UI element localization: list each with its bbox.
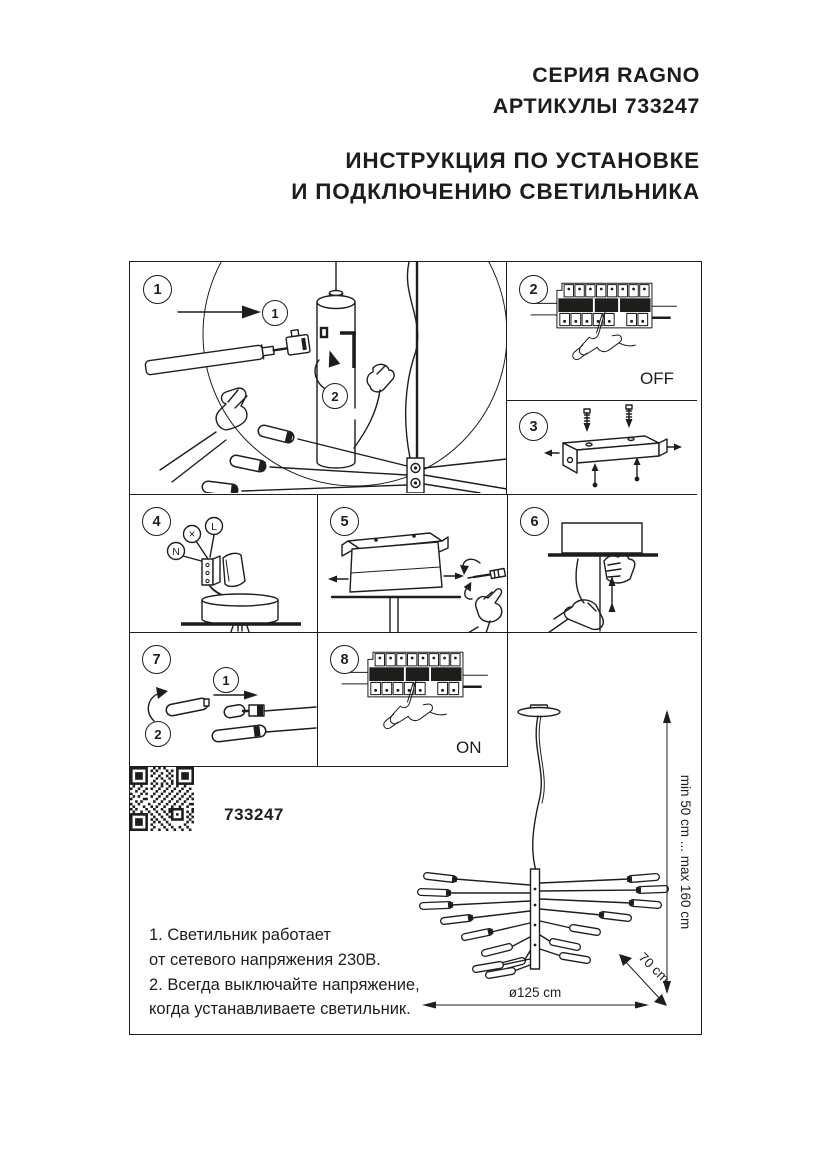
step-3-panel: 3 [507, 401, 697, 495]
step-number-badge: 3 [519, 412, 548, 441]
note-line: 1. Светильник работает [149, 926, 331, 944]
step-number-badge: 8 [330, 645, 359, 674]
step-number-badge: 5 [330, 507, 359, 536]
step-number-badge: 1 [143, 275, 172, 304]
upper-hand-icon [603, 554, 636, 584]
instruction-title: ИНСТРУКЦИЯ ПО УСТАНОВКЕ И ПОДКЛЮЧЕНИЮ СВ… [129, 145, 700, 207]
instruction-grid: 1 1 2 OFF 2 [129, 261, 702, 1035]
step-8-panel: ON 8 [318, 633, 508, 767]
step2-illustration: OFF [529, 281, 678, 388]
instruction-title-line2: И ПОДКЛЮЧЕНИЮ СВЕТИЛЬНИКА [291, 179, 700, 204]
screws-top [583, 404, 633, 432]
terminal-live-label: L [211, 521, 217, 533]
arm-hub [406, 457, 507, 493]
lamp-diagram: min 50 cm ... max 160 cm 70 cm ø125 cm [410, 699, 697, 1030]
substep-1-badge: 1 [213, 667, 239, 693]
header: СЕРИЯ RAGNO АРТИКУЛЫ 733247 ИНСТРУКЦИЯ П… [129, 60, 700, 207]
diameter-label: ø125 cm [509, 985, 562, 1000]
power-off-label: OFF [640, 369, 674, 388]
up-down-arrow-icon [608, 576, 616, 612]
terminal-earth-label: × [189, 529, 196, 541]
rotate-arrow-icon [147, 687, 168, 722]
ceiling-cup [517, 704, 561, 718]
canopy [181, 593, 301, 633]
side-arrows-icon [328, 572, 464, 583]
insert-arrow-icon [177, 305, 261, 319]
step7-illustration [147, 687, 317, 743]
step6-illustration [547, 522, 658, 633]
socket-parts [223, 704, 317, 719]
guide-arc [202, 262, 507, 487]
height-range-label: min 50 cm ... max 160 cm [678, 775, 693, 930]
substep-1-badge: 1 [262, 300, 288, 326]
side-arrows-icon [544, 443, 682, 457]
terminal-neutral-label: N [172, 546, 180, 558]
lamp-arm-piece [144, 328, 311, 376]
step-number-badge: 2 [519, 275, 548, 304]
screws-bottom [591, 457, 641, 488]
step-number-badge: 4 [142, 507, 171, 536]
note-line: 2. Всегда выключайте напряжение, [149, 975, 420, 994]
safety-notes: 1. Светильник работает от сетевого напря… [149, 923, 420, 1022]
articles-title: АРТИКУЛЫ 733247 [492, 94, 700, 118]
tube-lamp [165, 697, 210, 717]
ceiling-box [561, 522, 643, 554]
note-line: от сетевого напряжения 230В. [149, 950, 381, 969]
central-bar [529, 868, 541, 970]
substep-2-badge: 2 [145, 721, 171, 747]
hand-icon [467, 588, 503, 633]
step5-illustration [328, 532, 507, 633]
note-line: когда устанавливаете светильник. [149, 1000, 411, 1019]
step1-illustration [144, 262, 507, 493]
step-2-panel: OFF 2 [507, 262, 697, 401]
step-6-panel: 6 [508, 495, 697, 633]
suspension-rod [404, 262, 419, 460]
canopy-box [330, 532, 462, 633]
screwdriver-icon [460, 558, 507, 600]
series-title: СЕРИЯ RAGNO [532, 63, 700, 87]
height-dimension: min 50 cm ... max 160 cm [663, 710, 693, 994]
diameter-dimension: ø125 cm [422, 985, 649, 1009]
depth-dimension: 70 cm [619, 950, 673, 1006]
central-column [316, 262, 356, 469]
step8-illustration: ON [340, 650, 489, 757]
step-4-panel: × L N [130, 495, 318, 633]
step-number-badge: 7 [142, 645, 171, 674]
mounting-bracket [562, 435, 668, 474]
terminal-block [201, 552, 246, 588]
step-5-panel: 5 [318, 495, 508, 633]
lamp-arms [417, 872, 669, 979]
terminal-labels: × L N [166, 516, 224, 563]
lamp-arms [201, 424, 408, 493]
left-hand-icon [159, 387, 248, 483]
tube-lamp-2 [211, 724, 317, 743]
instruction-title-line1: ИНСТРУКЦИЯ ПО УСТАНОВКЕ [345, 148, 700, 173]
step4-illustration: × L N [166, 516, 301, 633]
article-number: 733247 [224, 805, 284, 824]
step-7-panel: 7 1 2 [130, 633, 318, 767]
step3-illustration [544, 404, 682, 488]
right-hand-icon [353, 363, 395, 449]
power-on-label: ON [456, 738, 482, 757]
step-number-badge: 6 [520, 507, 549, 536]
step-1-panel: 1 1 2 [130, 262, 507, 495]
insert-arrow-icon [213, 690, 258, 700]
qr-code-icon [130, 767, 194, 831]
lower-hand-icon [547, 558, 604, 633]
substep-2-badge: 2 [322, 383, 348, 409]
suspension-cable [532, 715, 545, 872]
footer-info: 733247 1. Светильник работает от сетевог… [130, 767, 508, 1030]
lamp-dimension-drawing: min 50 cm ... max 160 cm 70 cm ø125 cm [417, 704, 693, 1009]
